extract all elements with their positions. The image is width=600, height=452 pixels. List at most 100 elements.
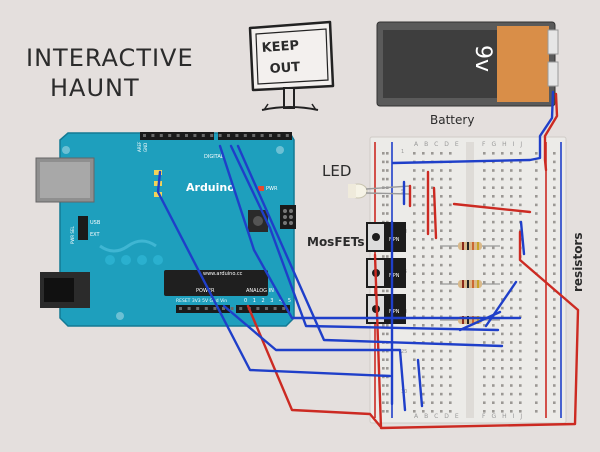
breadboard-hole: [413, 401, 416, 404]
breadboard-hole: [535, 220, 538, 224]
breadboard-hole: [382, 289, 385, 293]
breadboard-hole: [535, 367, 538, 370]
led-label: LED: [322, 162, 351, 180]
breadboard-hole: [431, 203, 434, 207]
breadboard-hole: [501, 315, 504, 318]
breadboard-hole: [413, 152, 416, 155]
breadboard-hole: [431, 272, 434, 275]
breadboard-hole: [483, 212, 486, 215]
row-number-1: 1: [401, 149, 404, 155]
breadboard-hole: [382, 324, 385, 327]
breadboard-hole: [449, 349, 452, 353]
breadboard-hole: [440, 281, 443, 284]
breadboard-hole: [553, 203, 556, 207]
breadboard-hole: [501, 341, 504, 344]
breadboard-hole: [449, 281, 452, 284]
breadboard-hole: [431, 238, 434, 241]
arduino-brand: Arduino: [186, 181, 235, 194]
breadboard-hole: [449, 238, 452, 241]
breadboard-hole: [413, 349, 416, 353]
header-pin: [277, 134, 281, 137]
breadboard-hole: [440, 169, 443, 172]
breadboard-hole: [492, 238, 495, 241]
header-pin: [227, 134, 230, 137]
breadboard-hole: [535, 212, 538, 215]
breadboard-hole: [431, 375, 434, 379]
breadboard-hole: [431, 349, 434, 353]
breadboard-hole: [422, 229, 425, 232]
breadboard-hole: [382, 255, 385, 258]
breadboard-hole: [553, 160, 556, 164]
breadboard-hole: [449, 401, 452, 404]
breadboard-hole: [422, 384, 425, 387]
breadboard-hole: [440, 324, 443, 327]
breadboard-hole: [422, 315, 425, 318]
header-pin: [187, 307, 191, 310]
breadboard-hole: [382, 177, 385, 181]
breadboard-hole: [431, 169, 434, 172]
breadboard-hole: [510, 384, 513, 387]
breadboard-hole: [535, 315, 538, 318]
breadboard-hole: [386, 289, 389, 293]
header-pin: [193, 134, 197, 137]
breadboard-hole: [422, 349, 425, 353]
breadboard-hole: [492, 281, 495, 284]
breadboard-hole: [440, 341, 443, 344]
breadboard-hole: [386, 152, 389, 155]
breadboard-hole: [440, 315, 443, 318]
breadboard-hole: [422, 281, 425, 284]
breadboard-hole: [535, 298, 538, 301]
header-pin: [210, 134, 214, 137]
header-pin: [269, 134, 272, 137]
mosfet-1: NPN: [366, 222, 406, 252]
breadboard-hole: [483, 298, 486, 301]
breadboard-hole: [422, 410, 425, 413]
breadboard-hole: [492, 298, 495, 301]
breadboard-hole: [535, 186, 538, 189]
breadboard-hole: [386, 177, 389, 181]
breadboard-hole: [440, 332, 443, 336]
breadboard-hole: [449, 410, 452, 413]
breadboard-hole: [413, 306, 416, 310]
breadboard-hole: [501, 289, 504, 293]
breadboard-hole: [553, 401, 556, 404]
breadboard-hole: [510, 324, 513, 327]
breadboard-hole: [382, 392, 385, 396]
header-pin: [196, 307, 200, 310]
breadboard-hole: [413, 212, 416, 215]
breadboard-hole: [422, 306, 425, 310]
breadboard-hole: [492, 272, 495, 275]
breadboard-hole: [492, 195, 495, 198]
breadboard-hole: [483, 306, 486, 310]
breadboard-hole: [413, 220, 416, 224]
resistor-1: [440, 242, 500, 250]
ext-label: EXT: [90, 232, 100, 238]
blue-wire-gnd: [222, 304, 407, 412]
breadboard-hole: [413, 272, 416, 275]
breadboard-hole: [535, 410, 538, 413]
battery: 9v: [376, 21, 559, 107]
breadboard-hole: [492, 177, 495, 181]
breadboard-hole: [553, 306, 556, 310]
breadboard-hole: [535, 358, 538, 361]
breadboard-hole: [413, 375, 416, 379]
breadboard-hole: [501, 410, 504, 413]
breadboard-hole: [535, 203, 538, 207]
breadboard-hole: [519, 315, 522, 318]
breadboard-hole: [483, 220, 486, 224]
breadboard-hole: [422, 177, 425, 181]
breadboard-hole: [510, 349, 513, 353]
breadboard-hole: [553, 220, 556, 224]
breadboard-hole: [553, 152, 556, 155]
title: INTERACTIVE HAUNT: [26, 44, 193, 102]
breadboard-hole: [440, 349, 443, 353]
breadboard-hole: [386, 358, 389, 361]
breadboard-hole: [449, 212, 452, 215]
breadboard-hole: [449, 392, 452, 396]
breadboard-hole: [492, 392, 495, 396]
sign-line-1: KEEP: [261, 38, 299, 56]
breadboard-hole: [431, 306, 434, 310]
breadboard-hole: [483, 358, 486, 361]
breadboard-hole: [382, 358, 385, 361]
breadboard-hole: [501, 298, 504, 301]
